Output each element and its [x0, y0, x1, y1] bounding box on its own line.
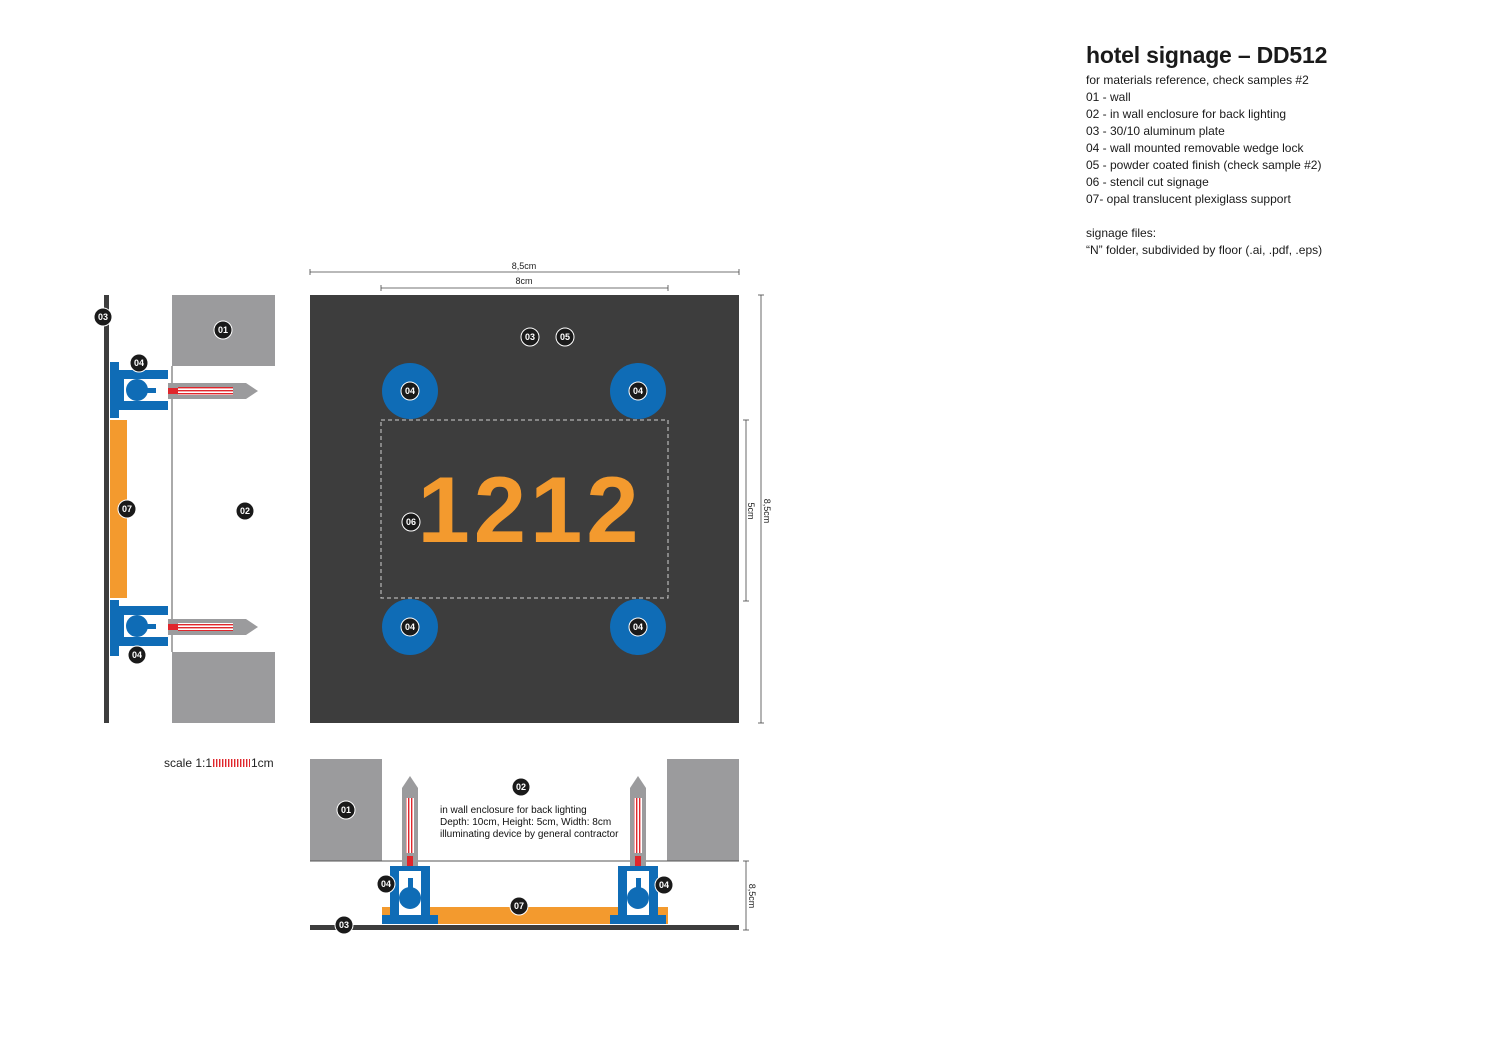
screw-thread [634, 798, 642, 853]
bracket-plate [110, 362, 119, 418]
svg-text:03: 03 [525, 332, 535, 342]
legend-item: 03 - 30/10 aluminum plate [1086, 124, 1225, 138]
svg-text:04: 04 [381, 879, 391, 889]
screw-thread [178, 387, 233, 395]
svg-text:06: 06 [406, 517, 416, 527]
lock-cylinder [399, 887, 421, 909]
legend-item: 01 - wall [1086, 90, 1131, 104]
plexiglass-support-top [382, 907, 668, 924]
top-section-view: in wall enclosure for back lighting Dept… [310, 759, 757, 935]
signage-files-detail: “N” folder, subdivided by floor (.ai, .p… [1086, 243, 1323, 257]
badge-02: 02 [235, 501, 255, 521]
wedge-lock-right [610, 776, 666, 924]
lock-pin [408, 878, 413, 888]
dim-inner-width: 8cm [515, 276, 532, 286]
svg-text:04: 04 [405, 386, 415, 396]
scale-unit: 1cm [251, 756, 274, 770]
dim-section-depth: 8,5cm [747, 884, 757, 909]
badge-07: 07 [117, 499, 137, 519]
badge-03: 03 [93, 307, 113, 327]
badge-04: 04 [129, 353, 149, 373]
wedge-lock-left [382, 776, 438, 924]
legend-item: 07- opal translucent plexiglass support [1086, 192, 1291, 206]
svg-text:04: 04 [659, 880, 669, 890]
aluminum-plate-side [104, 295, 109, 723]
legend-reference: for materials reference, check samples #… [1086, 73, 1309, 87]
enclosure-note-line3: illuminating device by general contracto… [440, 829, 619, 840]
legend-item: 05 - powder coated finish (check sample … [1086, 158, 1322, 172]
legend-title: hotel signage – DD512 [1086, 42, 1328, 68]
lock-cylinder [627, 887, 649, 909]
bracket-plate [610, 915, 666, 924]
badge-04: 04 [400, 617, 420, 637]
dim-inner-height: 5cm [746, 502, 756, 519]
svg-text:02: 02 [240, 506, 250, 516]
wall-block-right [667, 759, 739, 861]
bracket-plate [110, 600, 119, 656]
screw-thread [406, 798, 414, 853]
badge-07: 07 [509, 896, 529, 916]
sign-number: 1212 [417, 457, 642, 562]
front-view: 8,5cm 8cm 1212 04 04 04 04 03 05 06 5cm … [309, 261, 772, 724]
badge-04: 04 [400, 381, 420, 401]
stencil-area [380, 419, 669, 599]
lock-pin [146, 624, 156, 629]
scale-label: scale 1:1 [164, 756, 212, 770]
scale-graduation [212, 759, 250, 767]
lock-cylinder [126, 379, 148, 401]
svg-text:03: 03 [98, 312, 108, 322]
svg-text:07: 07 [514, 901, 524, 911]
lock-cylinder [126, 615, 148, 637]
badge-01: 01 [213, 320, 233, 340]
svg-text:02: 02 [516, 782, 526, 792]
svg-text:03: 03 [339, 920, 349, 930]
wall-block-bottom [172, 652, 275, 723]
signage-files-label: signage files: [1086, 226, 1157, 240]
enclosure-note-line1: in wall enclosure for back lighting [440, 805, 587, 816]
legend-item: 02 - in wall enclosure for back lighting [1086, 107, 1287, 121]
dim-plate-height: 8,5cm [762, 499, 772, 524]
enclosure-note-line2: Depth: 10cm, Height: 5cm, Width: 8cm [440, 817, 611, 828]
dim-plate-width: 8,5cm [512, 261, 537, 271]
badge-04: 04 [376, 874, 396, 894]
svg-text:04: 04 [633, 622, 643, 632]
badge-04: 04 [654, 875, 674, 895]
legend-item: 04 - wall mounted removable wedge lock [1086, 141, 1304, 155]
svg-text:04: 04 [134, 358, 144, 368]
badge-04: 04 [127, 645, 147, 665]
aluminum-plate-top [310, 925, 739, 930]
badge-03: 03 [520, 327, 540, 347]
svg-text:01: 01 [341, 805, 351, 815]
badge-01: 01 [336, 800, 356, 820]
legend-item: 06 - stencil cut signage [1086, 175, 1209, 189]
badge-03: 03 [334, 915, 354, 935]
legend: hotel signage – DD512 for materials refe… [1086, 42, 1466, 259]
badge-04: 04 [628, 617, 648, 637]
bracket-plate [382, 915, 438, 924]
svg-text:04: 04 [132, 650, 142, 660]
wedge-lock-bottom [110, 600, 258, 656]
svg-text:07: 07 [122, 504, 132, 514]
lock-pin [146, 388, 156, 393]
svg-text:04: 04 [405, 622, 415, 632]
badge-06: 06 [401, 512, 421, 532]
badge-04: 04 [628, 381, 648, 401]
side-section-view: 03 01 04 07 02 04 [93, 295, 275, 723]
svg-text:04: 04 [633, 386, 643, 396]
svg-text:01: 01 [218, 325, 228, 335]
lock-pin [636, 878, 641, 888]
scale-bar: scale 1:1 1cm [164, 756, 274, 770]
badge-05: 05 [555, 327, 575, 347]
svg-text:05: 05 [560, 332, 570, 342]
screw-thread [178, 623, 233, 631]
wedge-lock-top [110, 362, 258, 418]
badge-02: 02 [511, 777, 531, 797]
